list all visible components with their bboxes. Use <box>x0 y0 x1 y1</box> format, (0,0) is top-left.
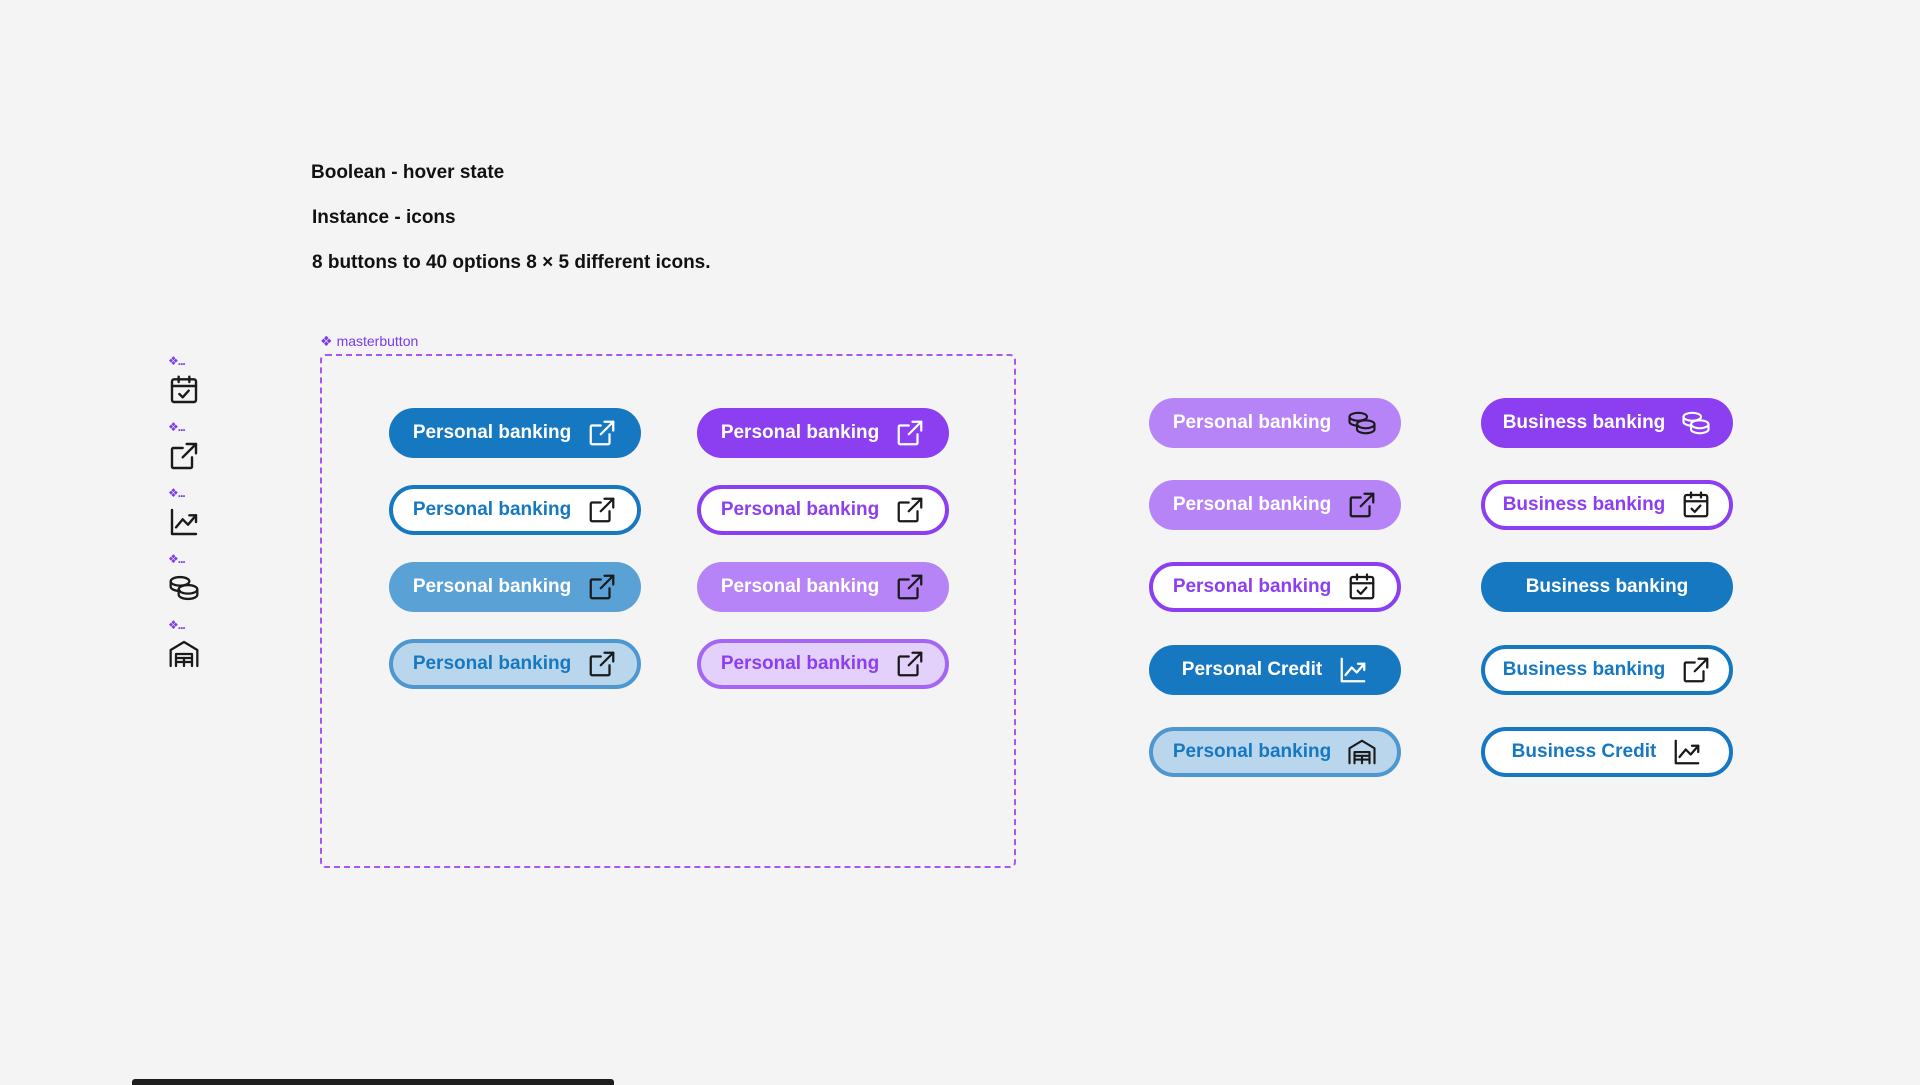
warehouse-icon <box>168 638 200 670</box>
external-link-icon <box>1347 490 1377 520</box>
button-master-6[interactable]: Personal banking <box>697 562 949 612</box>
button-instance-6[interactable]: Business banking <box>1481 562 1733 612</box>
external-link-icon <box>895 495 925 525</box>
frame-label[interactable]: ❖masterbutton <box>320 333 418 350</box>
button-instance-1[interactable]: Personal banking <box>1149 398 1401 448</box>
external-link-icon <box>587 418 617 448</box>
note-hover-state: Boolean - hover state <box>311 162 505 183</box>
coins-icon <box>1347 408 1377 438</box>
button-instance-7[interactable]: Personal Credit <box>1149 645 1401 695</box>
coins-icon <box>1681 408 1711 438</box>
component-icon: ❖... <box>168 486 186 500</box>
button-label: Personal banking <box>412 499 572 520</box>
trending-up-icon <box>168 506 200 538</box>
bottom-toolbar-edge <box>132 1079 614 1085</box>
button-instance-5[interactable]: Personal banking <box>1149 562 1401 612</box>
button-instance-2[interactable]: Business banking <box>1481 398 1733 448</box>
frame-label-text: masterbutton <box>336 333 419 349</box>
calendar-check-icon <box>1681 490 1711 520</box>
button-master-2[interactable]: Personal banking <box>697 408 949 458</box>
masterbutton-frame[interactable] <box>320 354 1016 868</box>
button-master-4[interactable]: Personal banking <box>697 485 949 535</box>
button-master-8[interactable]: Personal banking <box>697 639 949 689</box>
button-label: Personal banking <box>720 422 880 443</box>
button-instance-4[interactable]: Business banking <box>1481 480 1733 530</box>
component-icon: ❖ <box>320 333 333 349</box>
button-label: Personal banking <box>720 499 880 520</box>
external-link-icon <box>895 418 925 448</box>
external-link-icon <box>1681 655 1711 685</box>
external-link-icon <box>168 440 200 472</box>
button-instance-8[interactable]: Business banking <box>1481 645 1733 695</box>
button-label: Personal banking <box>1172 576 1332 597</box>
external-link-icon <box>895 649 925 679</box>
warehouse-icon <box>1347 737 1377 767</box>
note-options-count: 8 buttons to 40 options 8 × 5 different … <box>312 252 711 273</box>
button-label: Personal banking <box>412 576 572 597</box>
button-label: Business banking <box>1525 576 1689 597</box>
trending-up-icon <box>1672 737 1702 767</box>
button-master-3[interactable]: Personal banking <box>389 485 641 535</box>
button-instance-10[interactable]: Business Credit <box>1481 727 1733 777</box>
button-label: Business banking <box>1502 494 1666 515</box>
button-instance-3[interactable]: Personal banking <box>1149 480 1401 530</box>
button-label: Business banking <box>1502 412 1666 433</box>
button-label: Personal banking <box>720 653 880 674</box>
button-label: Personal banking <box>1172 741 1332 762</box>
button-label: Personal banking <box>720 576 880 597</box>
button-label: Personal banking <box>412 422 572 443</box>
component-icon: ❖... <box>168 618 186 632</box>
external-link-icon <box>895 572 925 602</box>
button-label: Personal banking <box>412 653 572 674</box>
button-master-7[interactable]: Personal banking <box>389 639 641 689</box>
external-link-icon <box>587 572 617 602</box>
button-instance-9[interactable]: Personal banking <box>1149 727 1401 777</box>
note-instance-icons: Instance - icons <box>312 207 456 228</box>
button-label: Business Credit <box>1511 741 1657 762</box>
button-label: Business banking <box>1502 659 1666 680</box>
button-master-1[interactable]: Personal banking <box>389 408 641 458</box>
external-link-icon <box>587 649 617 679</box>
button-label: Personal Credit <box>1181 659 1323 680</box>
button-master-5[interactable]: Personal banking <box>389 562 641 612</box>
component-icon: ❖... <box>168 420 186 434</box>
button-label: Personal banking <box>1172 412 1332 433</box>
component-icon: ❖... <box>168 354 186 368</box>
coins-icon <box>168 572 200 604</box>
calendar-check-icon <box>1347 572 1377 602</box>
button-label: Personal banking <box>1172 494 1332 515</box>
trending-up-icon <box>1338 655 1368 685</box>
external-link-icon <box>587 495 617 525</box>
calendar-check-icon <box>168 374 200 406</box>
component-icon: ❖... <box>168 552 186 566</box>
